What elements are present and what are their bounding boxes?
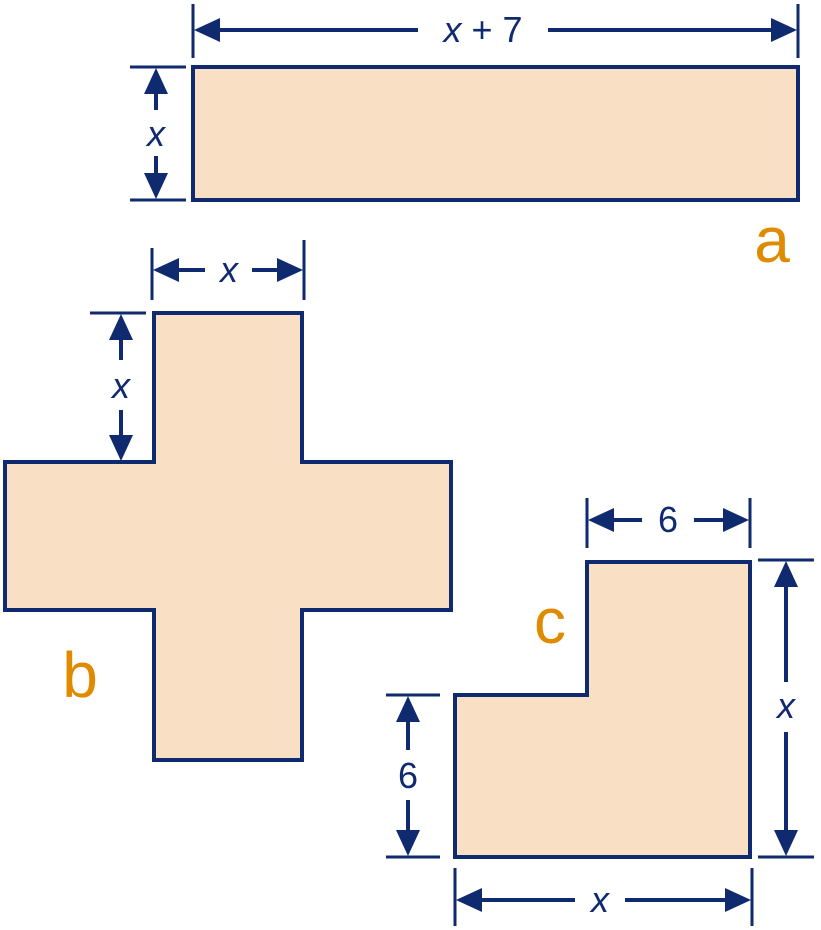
a-width-arrow-left: [194, 18, 220, 42]
b-height-label: x: [110, 365, 132, 406]
rectangle-a: [191, 65, 800, 202]
figure-a-letter: a: [754, 204, 790, 276]
c-left-arrow-up: [396, 696, 420, 722]
c-top-arrow-right: [723, 508, 749, 532]
c-bottom-arrow-right: [725, 888, 751, 912]
b-height-arrow-up: [109, 314, 133, 340]
a-height-arrow-down: [144, 173, 168, 199]
b-width-arrow-right: [277, 258, 303, 282]
c-right-arrow-up: [774, 561, 798, 587]
c-left-height-label: 6: [398, 755, 418, 796]
c-bottom-arrow-left: [456, 888, 482, 912]
c-top-arrow-left: [588, 508, 614, 532]
b-width-label: x: [218, 249, 240, 290]
a-height-arrow-up: [144, 68, 168, 94]
a-height-label: x: [145, 113, 167, 154]
figure-b-letter: b: [62, 639, 98, 711]
figure-b: x x b: [3, 240, 453, 762]
a-width-label: x + 7: [441, 9, 522, 50]
c-bottom-width-label: x: [589, 879, 611, 920]
figure-c-letter: c: [534, 585, 566, 657]
c-left-arrow-down: [396, 830, 420, 856]
cross-b: [3, 311, 453, 762]
a-width-arrow-right: [771, 18, 797, 42]
figure-c: 6 6 x x c: [386, 498, 814, 926]
c-right-arrow-down: [774, 830, 798, 856]
l-shape-c: [453, 560, 752, 859]
b-width-arrow-left: [153, 258, 179, 282]
b-height-arrow-down: [109, 435, 133, 461]
c-right-height-label: x: [775, 685, 797, 726]
c-top-width-label: 6: [658, 499, 678, 540]
figure-a: x + 7 x a: [130, 4, 800, 276]
